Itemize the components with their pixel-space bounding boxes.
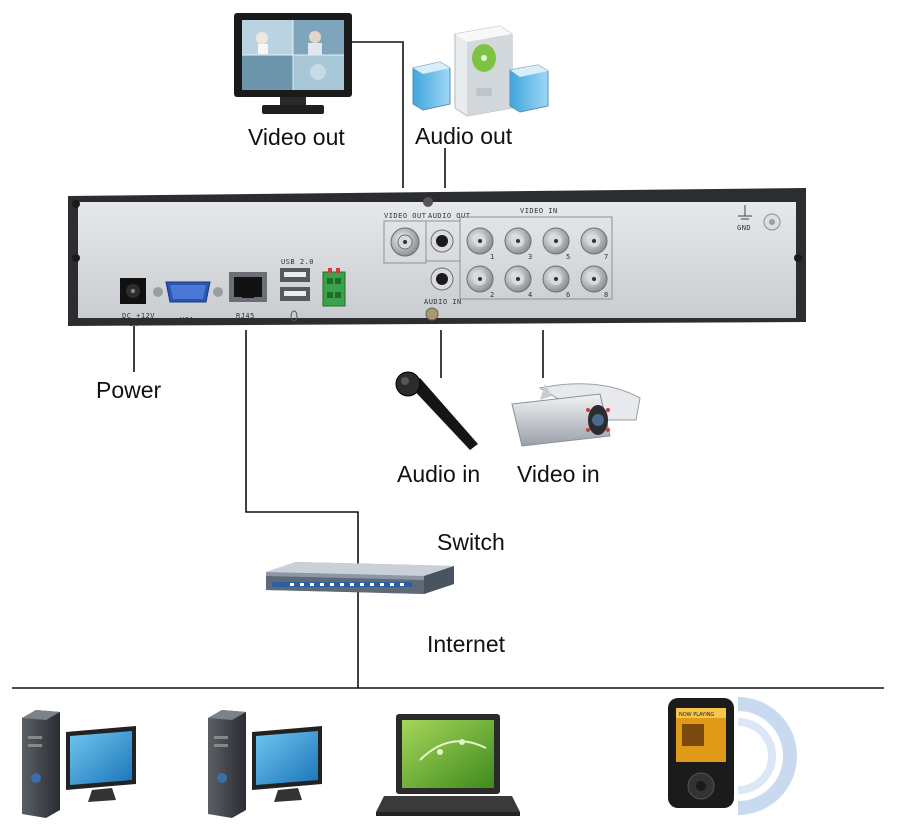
usb-ports: USB 2.0 bbox=[280, 258, 314, 322]
microphone-icon bbox=[395, 371, 478, 450]
internet-label: Internet bbox=[427, 631, 505, 657]
channel-3-label: 3 bbox=[528, 253, 533, 261]
video-in-label: Video in bbox=[517, 461, 600, 487]
channel-2-label: 2 bbox=[490, 291, 495, 299]
audio-out-port-label: AUDIO OUT bbox=[428, 212, 471, 220]
channel-7-label: 7 bbox=[604, 253, 609, 261]
channel-6-label: 6 bbox=[566, 291, 571, 299]
laptop-icon bbox=[376, 714, 520, 816]
audio-out-rca bbox=[430, 229, 454, 253]
vga-label: VGA bbox=[180, 316, 194, 324]
monitor-icon bbox=[234, 13, 352, 114]
audio-out-label: Audio out bbox=[415, 123, 513, 149]
player-screen-header: NOW PLAYING bbox=[679, 712, 714, 718]
desktop-pc-icon bbox=[208, 710, 322, 818]
audio-in-port-label: AUDIO IN bbox=[424, 298, 462, 306]
alarm-terminal-block bbox=[322, 268, 346, 307]
audio-in-rca: AUDIO IN bbox=[424, 267, 462, 306]
channel-4-label: 4 bbox=[528, 291, 533, 299]
rj45-label: RJ45 bbox=[236, 312, 255, 320]
network-switch-icon bbox=[266, 562, 454, 594]
usb-label: USB 2.0 bbox=[281, 258, 314, 266]
video-out-cable bbox=[352, 41, 404, 188]
video-in-port-label: VIDEO IN bbox=[520, 207, 558, 215]
security-camera-icon bbox=[511, 383, 641, 447]
rj45-port: RJ45 bbox=[229, 272, 267, 320]
ground-terminal: GND bbox=[737, 205, 781, 232]
gnd-label: GND bbox=[737, 224, 751, 232]
video-in-bnc-grid bbox=[466, 227, 608, 293]
channel-8-label: 8 bbox=[604, 291, 609, 299]
network-cable bbox=[245, 330, 359, 566]
audio-in-label: Audio in bbox=[397, 461, 481, 487]
switch-label: Switch bbox=[437, 529, 505, 555]
speakers-icon bbox=[412, 25, 549, 117]
vga-port: VGA bbox=[153, 281, 223, 324]
video-out-bnc bbox=[390, 227, 420, 257]
dc-in-label: IN bbox=[129, 320, 138, 328]
desktop-pc-icon bbox=[22, 710, 136, 818]
media-player-icon: NOW PLAYING bbox=[668, 697, 797, 815]
channel-5-label: 5 bbox=[566, 253, 571, 261]
video-out-port-label: VIDEO OUT bbox=[384, 212, 427, 220]
channel-1-label: 1 bbox=[490, 253, 495, 261]
video-out-label: Video out bbox=[248, 124, 345, 150]
dvr-back-panel: DC +12V IN VGA RJ45 USB 2.0 bbox=[68, 188, 806, 328]
connection-lines bbox=[12, 41, 884, 689]
dc-label: DC +12V bbox=[122, 312, 155, 320]
dc-power-port: DC +12V IN bbox=[120, 278, 155, 328]
power-label: Power bbox=[96, 377, 162, 403]
